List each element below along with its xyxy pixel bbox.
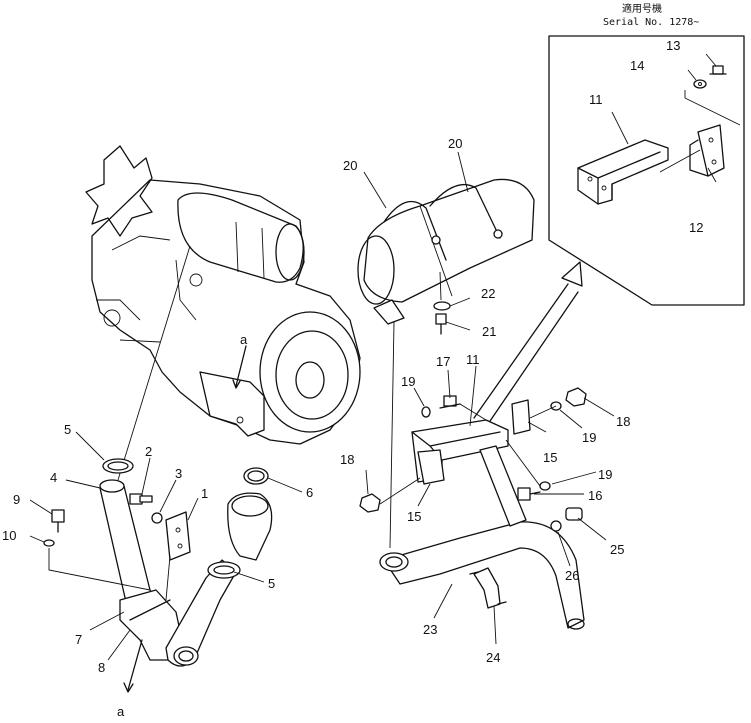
bolt-16 xyxy=(517,487,541,501)
callout-19-lower: 19 xyxy=(598,467,612,482)
callout-10: 10 xyxy=(2,528,16,543)
callout-20-right: 20 xyxy=(448,136,462,151)
callout-2: 2 xyxy=(145,444,152,459)
bolt-2 xyxy=(129,493,153,505)
muffler xyxy=(357,178,535,325)
callout-25: 25 xyxy=(610,542,624,557)
leader-lines xyxy=(29,53,717,661)
callout-19-right: 19 xyxy=(582,430,596,445)
callout-15-right: 15 xyxy=(543,450,557,465)
bracket-1 xyxy=(165,511,191,561)
callout-17: 17 xyxy=(436,354,450,369)
plug-25 xyxy=(565,507,583,521)
serial-number-label: Serial No. 1278~ xyxy=(603,17,699,28)
callout-20-left: 20 xyxy=(343,158,357,173)
callout-numbers: 1 2 3 4 5 5 6 7 8 9 10 11 11 12 13 14 15… xyxy=(2,38,703,675)
callout-24: 24 xyxy=(486,650,500,665)
callout-14: 14 xyxy=(630,58,644,73)
nut-18-right xyxy=(565,387,587,407)
callout-21: 21 xyxy=(482,324,496,339)
inset-bracket-11 xyxy=(577,139,669,205)
reference-a-top: a xyxy=(240,332,248,347)
arrow-to-inset xyxy=(473,261,583,425)
nut-18-left xyxy=(359,493,381,513)
callout-23: 23 xyxy=(423,622,437,637)
washer-10 xyxy=(43,539,55,547)
callout-9: 9 xyxy=(13,492,20,507)
callout-4: 4 xyxy=(50,470,57,485)
callout-15-left: 15 xyxy=(407,509,421,524)
callout-6: 6 xyxy=(306,485,313,500)
bolt-9 xyxy=(51,509,65,533)
callout-26: 26 xyxy=(565,568,579,583)
inset-bolt-13 xyxy=(709,65,727,75)
plate-15-right xyxy=(511,399,531,435)
callout-5-lower: 5 xyxy=(268,576,275,591)
callout-1: 1 xyxy=(201,486,208,501)
washer-22 xyxy=(433,301,451,311)
callout-13: 13 xyxy=(666,38,680,53)
washer-19-lower xyxy=(539,481,551,491)
inset-variant-box xyxy=(548,35,745,306)
callout-5-upper: 5 xyxy=(64,422,71,437)
callout-12: 12 xyxy=(689,220,703,235)
washer-19-upper xyxy=(421,406,431,418)
callout-16: 16 xyxy=(588,488,602,503)
engine-assembly xyxy=(85,145,361,445)
tail-pipe-23 xyxy=(379,445,585,630)
callout-11-inset: 11 xyxy=(589,92,603,107)
callout-22: 22 xyxy=(481,286,495,301)
callout-18-left: 18 xyxy=(340,452,354,467)
clamp-5-lower xyxy=(207,561,241,579)
bracket-11 xyxy=(411,419,509,485)
exhaust-pipe-4-7-8 xyxy=(99,479,183,661)
inset-plate-12 xyxy=(689,124,725,177)
washer-26 xyxy=(550,520,562,532)
turbo-elbow xyxy=(227,492,273,561)
callout-11-main: 11 xyxy=(466,352,480,367)
callout-19-upper: 19 xyxy=(401,374,415,389)
callout-8: 8 xyxy=(98,660,105,675)
reference-a-bottom: a xyxy=(117,704,125,719)
bolt-21 xyxy=(435,313,447,335)
clamp-24 xyxy=(473,567,501,609)
callout-18-right: 18 xyxy=(616,414,630,429)
washer-3 xyxy=(151,512,163,524)
callout-7: 7 xyxy=(75,632,82,647)
assembly-line-engine-to-pipe xyxy=(117,245,191,481)
inset-washer-14 xyxy=(693,79,707,89)
callout-3: 3 xyxy=(175,466,182,481)
clamp-5-upper xyxy=(102,458,134,474)
serial-caption-jp: 適用号機 xyxy=(622,2,662,15)
